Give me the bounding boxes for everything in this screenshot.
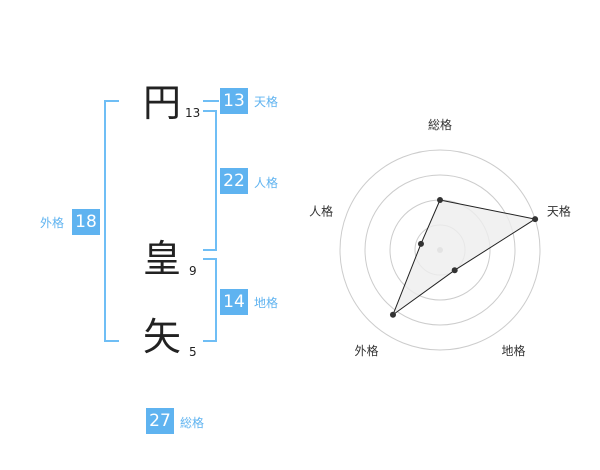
radar-axis-label: 天格 bbox=[547, 203, 571, 218]
stroke-count-3: 5 bbox=[189, 345, 197, 359]
soukaku-label: 総格 bbox=[180, 416, 205, 430]
radar-axis-label: 人格 bbox=[309, 203, 333, 218]
radar-axis-label: 総格 bbox=[428, 117, 452, 132]
stroke-count-2: 9 bbox=[189, 264, 197, 278]
radar-axis-label: 地格 bbox=[501, 343, 525, 358]
radar-point-4 bbox=[389, 311, 396, 318]
stroke-count-1: 13 bbox=[185, 106, 201, 120]
gaikaku-bracket bbox=[104, 100, 119, 342]
name-char-2: 皇 bbox=[143, 237, 182, 281]
radar-point-2 bbox=[532, 216, 539, 223]
jinkaku-value: 22 bbox=[220, 168, 248, 194]
chikaku-value: 14 bbox=[220, 289, 248, 315]
jinkaku-label: 人格 bbox=[254, 176, 279, 190]
radar-axis-label: 外格 bbox=[355, 343, 379, 358]
radar-ring bbox=[364, 174, 516, 326]
tenkaku-value: 13 bbox=[220, 88, 248, 114]
name-char-3: 矢 bbox=[143, 315, 182, 359]
gaikaku-label: 外格 bbox=[40, 216, 65, 230]
chikaku-label: 地格 bbox=[254, 296, 279, 310]
chikaku-bracket bbox=[203, 258, 217, 342]
radar-point-1 bbox=[437, 197, 443, 203]
name-char-1: 円 bbox=[143, 81, 182, 125]
radar-point-5 bbox=[417, 240, 424, 247]
radar-ring bbox=[339, 149, 541, 351]
radar-point-3 bbox=[451, 267, 458, 274]
jinkaku-bracket bbox=[203, 110, 217, 251]
tenkaku-bracket bbox=[203, 100, 219, 102]
gaikaku-value: 18 bbox=[72, 209, 100, 235]
radar-series-area bbox=[391, 199, 537, 317]
soukaku-value: 27 bbox=[146, 408, 174, 434]
tenkaku-label: 天格 bbox=[254, 95, 279, 109]
